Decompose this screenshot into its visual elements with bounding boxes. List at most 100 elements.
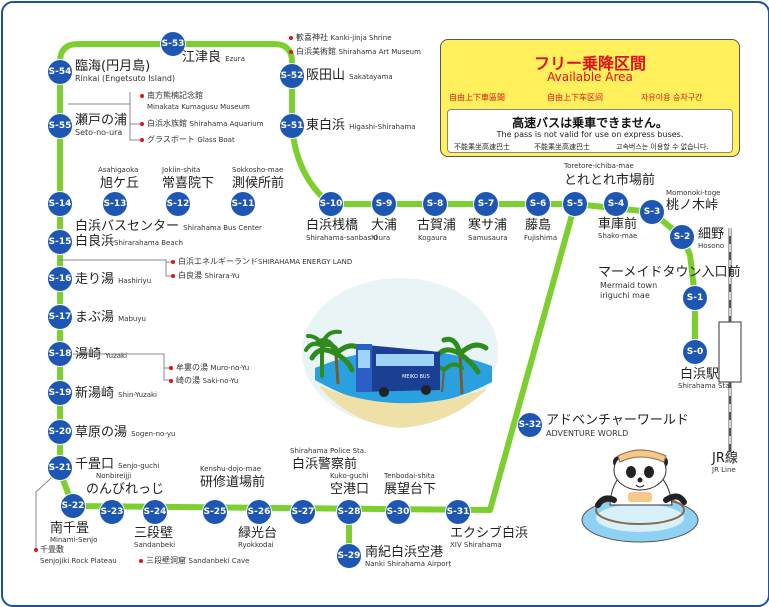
stop-name-s11: 測候所前 (232, 176, 285, 191)
free-area-title: フリー乗降区間 (533, 54, 646, 73)
stop-marker-s5[interactable]: S-5 (563, 192, 587, 216)
stop-name-s5: とれとれ市場前 (564, 173, 656, 188)
stop-marker-s55[interactable]: S-55 (48, 114, 72, 138)
stop-name-s18: 湯崎 Yuzaki (75, 347, 128, 362)
stop-marker-s18[interactable]: S-18 (48, 342, 72, 366)
stop-marker-s16[interactable]: S-16 (48, 267, 72, 291)
stop-name-en-s25: Kenshu-dojo-mae (200, 465, 262, 473)
stop-name-en-s29: Nanki Shirahama Airport (365, 560, 452, 568)
stop-marker-s20[interactable]: S-20 (48, 420, 72, 444)
stop-marker-s28[interactable]: S-28 (337, 500, 361, 524)
stop-name-s1: マーメイドタウン入口前 (598, 265, 741, 280)
stop-name-s29: 南紀白浜空港 (365, 545, 444, 560)
bus-icon: MEIKO BUS (356, 344, 440, 397)
stop-marker-s51[interactable]: S-51 (280, 114, 304, 138)
stop-marker-s27[interactable]: S-27 (291, 500, 315, 524)
stop-name-en1-s1: Mermaid town (600, 281, 658, 290)
stop-marker-s32[interactable]: S-32 (518, 413, 542, 437)
free-area-subtitle: Available Area (547, 70, 633, 84)
stop-name-s9: 大浦 (371, 218, 398, 233)
stop-name-s53: 江津良 Ezura (182, 50, 245, 65)
stop-marker-s22[interactable]: S-22 (61, 494, 85, 518)
stop-name-en-s54: Rinkai (Engetsuto Island) (75, 74, 176, 83)
stop-marker-s11[interactable]: S-11 (231, 192, 255, 216)
stop-marker-s24[interactable]: S-24 (143, 500, 167, 524)
stop-name-s12: 常喜院下 (162, 176, 215, 191)
stop-name-s31: エクシブ白浜 (450, 526, 529, 541)
stop-name-en-s2: Hosono (698, 242, 725, 250)
express-warning-en: The pass is not valid for use on express… (496, 130, 684, 139)
stop-marker-s14[interactable]: S-14 (48, 192, 72, 216)
stop-name-en-s8: Kogaura (418, 234, 447, 242)
free-area-label-cn: 自由上下车区间 (547, 93, 603, 102)
shirahama-station-building (718, 321, 742, 383)
stop-name-s52: 阪田山 Sakatayama (306, 68, 393, 83)
stop-name-s16: 走り湯 Hashiriyu (75, 272, 152, 287)
stop-name-s19: 新湯崎 Shin-Yuzaki (75, 386, 157, 401)
stop-marker-s25[interactable]: S-25 (203, 500, 227, 524)
stop-name-en-s26: Ryokkodai (238, 541, 274, 549)
stop-marker-s4[interactable]: S-4 (604, 192, 628, 216)
stop-name-en-s9: Oura (373, 234, 391, 242)
stop-marker-s8[interactable]: S-8 (423, 192, 447, 216)
jr-line (718, 228, 742, 455)
stop-marker-s19[interactable]: S-19 (48, 381, 72, 405)
stop-name-s55: 瀬戸の浦 (75, 113, 128, 128)
stop-marker-s7[interactable]: S-7 (474, 192, 498, 216)
stop-name-s2: 細野 (698, 227, 725, 242)
stop-name-en-s11: Sokkosho-mae (232, 166, 284, 174)
stop-name-s7: 寒サ浦 (468, 218, 508, 233)
stop-name-en-s4: Shako-mae (598, 232, 638, 240)
stop-name-s3: 桃ノ木峠 (666, 198, 719, 213)
stop-name-s27: 白浜警察前 (292, 457, 358, 472)
sight-aquarium: 白浜水族館 Shirahama Aquarium (147, 119, 264, 128)
stop-name-s6: 藤島 (525, 218, 552, 233)
stop-marker-s9[interactable]: S-9 (372, 192, 396, 216)
jr-line-label: JR線 (712, 451, 738, 466)
stop-name-s51: 東白浜 Higashi-Shirahama (306, 118, 416, 133)
stop-name-en-s23: Nonbireijji (96, 472, 132, 480)
stop-marker-s26[interactable]: S-26 (247, 500, 271, 524)
stop-marker-s15[interactable]: S-15 (48, 230, 72, 254)
express-warning-cn: 不能乘坐高速巴士 (534, 143, 590, 151)
stop-marker-s2[interactable]: S-2 (670, 225, 694, 249)
express-warning-box: 高速バスは乗車できません。 The pass is not valid for … (447, 109, 733, 153)
stop-marker-s21[interactable]: S-21 (48, 456, 72, 480)
stop-marker-s3[interactable]: S-3 (640, 200, 664, 224)
stop-marker-s52[interactable]: S-52 (280, 64, 304, 88)
stop-name-en-s27: Shirahama Police Sta. (290, 447, 367, 455)
stop-name-s15: 白良浜Shirarahama Beach (75, 234, 183, 249)
stop-name-s14: 白浜バスセンター Shirahama Bus Center (75, 219, 262, 234)
stop-marker-s23[interactable]: S-23 (100, 500, 124, 524)
stop-name-en-s6: Fujishima (524, 234, 558, 242)
stop-name-en-s0: Shirahama Sta. (678, 382, 732, 390)
stop-marker-s30[interactable]: S-30 (386, 500, 410, 524)
stop-name-s28: 空港口 (330, 482, 370, 497)
express-warning-jp: 高速バスは乗車できません。 (512, 116, 668, 130)
stop-marker-s12[interactable]: S-12 (166, 192, 190, 216)
stop-marker-s10[interactable]: S-10 (319, 192, 343, 216)
stop-marker-s54[interactable]: S-54 (48, 60, 72, 84)
stop-marker-s13[interactable]: S-13 (103, 192, 127, 216)
stop-name-s30: 展望台下 (384, 482, 437, 497)
stop-marker-s1[interactable]: S-1 (683, 286, 707, 310)
stop-name-s10: 白浜桟橋 (306, 218, 359, 233)
stop-name-s25: 研修道場前 (200, 475, 266, 490)
sight-kanki-shrine: 歓喜神社 Kanki-jinja Shrine (296, 33, 392, 42)
stop-marker-s17[interactable]: S-17 (48, 305, 72, 329)
stop-name-en-s13: Asahigaoka (98, 166, 139, 174)
stop-marker-s0[interactable]: S-0 (683, 340, 707, 364)
stop-name-s32: アドベンチャーワールド (546, 413, 689, 428)
sight-art-museum: 白浜美術館 Shirahama Art Museum (296, 47, 421, 56)
stop-name-s23: のんびれっじ (86, 482, 165, 497)
stop-marker-s31[interactable]: S-31 (446, 500, 470, 524)
sight-minakata-museum-en: Minakata Kumagusu Museum (147, 103, 250, 111)
sight-senjojiki-en: Senjojiki Rock Plateau (40, 557, 117, 565)
stop-name-s4: 車庫前 (598, 217, 638, 232)
stop-marker-s53[interactable]: S-53 (161, 32, 185, 56)
stop-marker-s29[interactable]: S-29 (337, 544, 361, 568)
stop-marker-s6[interactable]: S-6 (526, 192, 550, 216)
sight-saki-no-yu: 崎の湯 Saki-no-Yu (176, 376, 239, 385)
sight-senjojiki: 千畳敷 (40, 545, 64, 554)
bus-plate: MEIKO BUS (402, 374, 430, 380)
